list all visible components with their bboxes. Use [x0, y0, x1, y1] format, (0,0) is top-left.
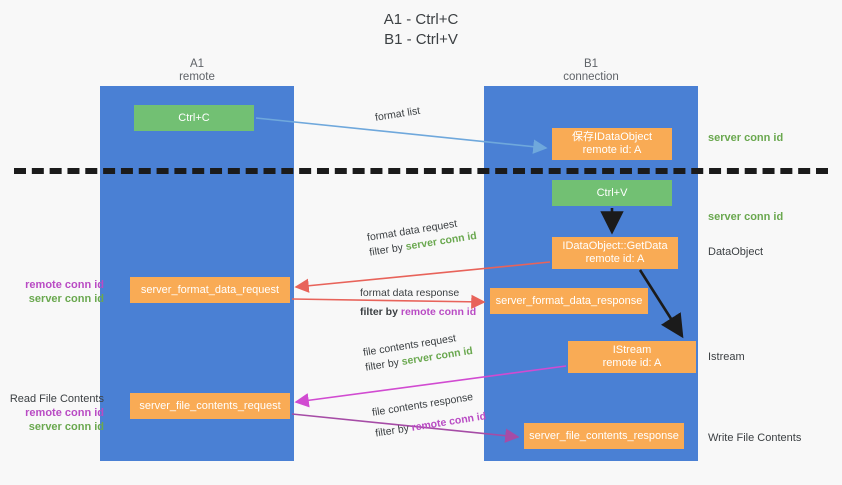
edge-label-format-list: format list [374, 104, 421, 126]
node-ctrl-v[interactable]: Ctrl+V [552, 180, 672, 206]
column-header-a1: A1 remote [100, 58, 294, 84]
title-line-2: B1 - Ctrl+V [384, 31, 458, 48]
phase-divider [14, 168, 828, 174]
column-b1-name: B1 [583, 58, 599, 70]
node-server-file-contents-request[interactable]: server_file_contents_request [130, 393, 290, 419]
edge-label-file-contents-response: file contents response filter by remote … [371, 388, 487, 441]
node-ctrl-c-label: Ctrl+C [178, 111, 210, 124]
label-read-file-contents-group: Read File Contents remote conn id server… [8, 392, 104, 434]
column-a1-subtitle: remote [179, 71, 215, 83]
label-server-conn-id-top: server conn id [708, 132, 784, 144]
node-server-format-data-response[interactable]: server_format_data_response [490, 288, 648, 314]
node-istream-label: IStream [612, 344, 652, 356]
filter-target-remote-conn-id: remote conn id [400, 306, 477, 318]
filter-prefix: filter by [364, 356, 400, 374]
edge-format-data-response-text: format data response [360, 287, 460, 299]
page-title: A1 - Ctrl+C B1 - Ctrl+V [0, 10, 842, 50]
label-conn-ids-upper: remote conn id server conn id [8, 278, 104, 306]
node-ctrl-c[interactable]: Ctrl+C [134, 105, 254, 131]
filter-prefix: filter by [374, 422, 410, 440]
label-server-conn-id-lower: server conn id [28, 421, 104, 433]
node-idataobject-getdata[interactable]: IDataObject::GetData remote id: A [552, 237, 678, 269]
node-istream-subtitle: remote id: A [602, 357, 662, 369]
label-server-conn-id-mid: server conn id [708, 211, 784, 223]
node-getdata-label: IDataObject::GetData [562, 240, 668, 252]
node-istream[interactable]: IStream remote id: A [568, 341, 696, 373]
filter-target-remote-conn-id: remote conn id [410, 410, 487, 434]
node-idataobject[interactable]: 保存IDataObject remote id: A [552, 128, 672, 160]
node-idataobject-label: 保存IDataObject [571, 131, 653, 143]
node-file-contents-response-label: server_file_contents_response [529, 429, 679, 442]
node-server-format-data-request[interactable]: server_format_data_request [130, 277, 290, 303]
label-dataobject: DataObject [708, 246, 764, 258]
node-format-data-response-label: server_format_data_response [495, 294, 643, 307]
node-idataobject-subtitle: remote id: A [582, 144, 642, 156]
edge-label-format-data-request: format data request filter by server con… [366, 214, 478, 261]
column-header-b1: B1 connection [484, 58, 698, 84]
edge-label-file-contents-request: file contents request filter by server c… [362, 329, 474, 376]
filter-prefix: filter by [360, 306, 398, 318]
label-server-conn-id-upper: server conn id [28, 293, 104, 305]
node-ctrl-v-label: Ctrl+V [596, 186, 628, 199]
filter-prefix: filter by [368, 241, 404, 259]
column-a1-name: A1 [189, 58, 205, 70]
title-line-1: A1 - Ctrl+C [383, 11, 459, 28]
node-file-contents-request-label: server_file_contents_request [139, 399, 281, 412]
column-b1-subtitle: connection [563, 71, 619, 83]
label-read-file-contents: Read File Contents [9, 393, 104, 405]
label-remote-conn-id-lower: remote conn id [25, 407, 104, 419]
edge-format-data-response-filter: filter by remote conn id [360, 305, 476, 320]
node-getdata-subtitle: remote id: A [585, 253, 645, 265]
label-remote-conn-id-upper: remote conn id [25, 279, 104, 291]
label-istream: Istream [708, 351, 745, 363]
node-server-file-contents-response[interactable]: server_file_contents_response [524, 423, 684, 449]
label-write-file-contents: Write File Contents [708, 432, 802, 444]
node-format-data-request-label: server_format_data_request [140, 283, 280, 296]
edge-format-list-text: format list [374, 104, 421, 124]
edge-label-format-data-response: format data response filter by remote co… [360, 286, 476, 320]
